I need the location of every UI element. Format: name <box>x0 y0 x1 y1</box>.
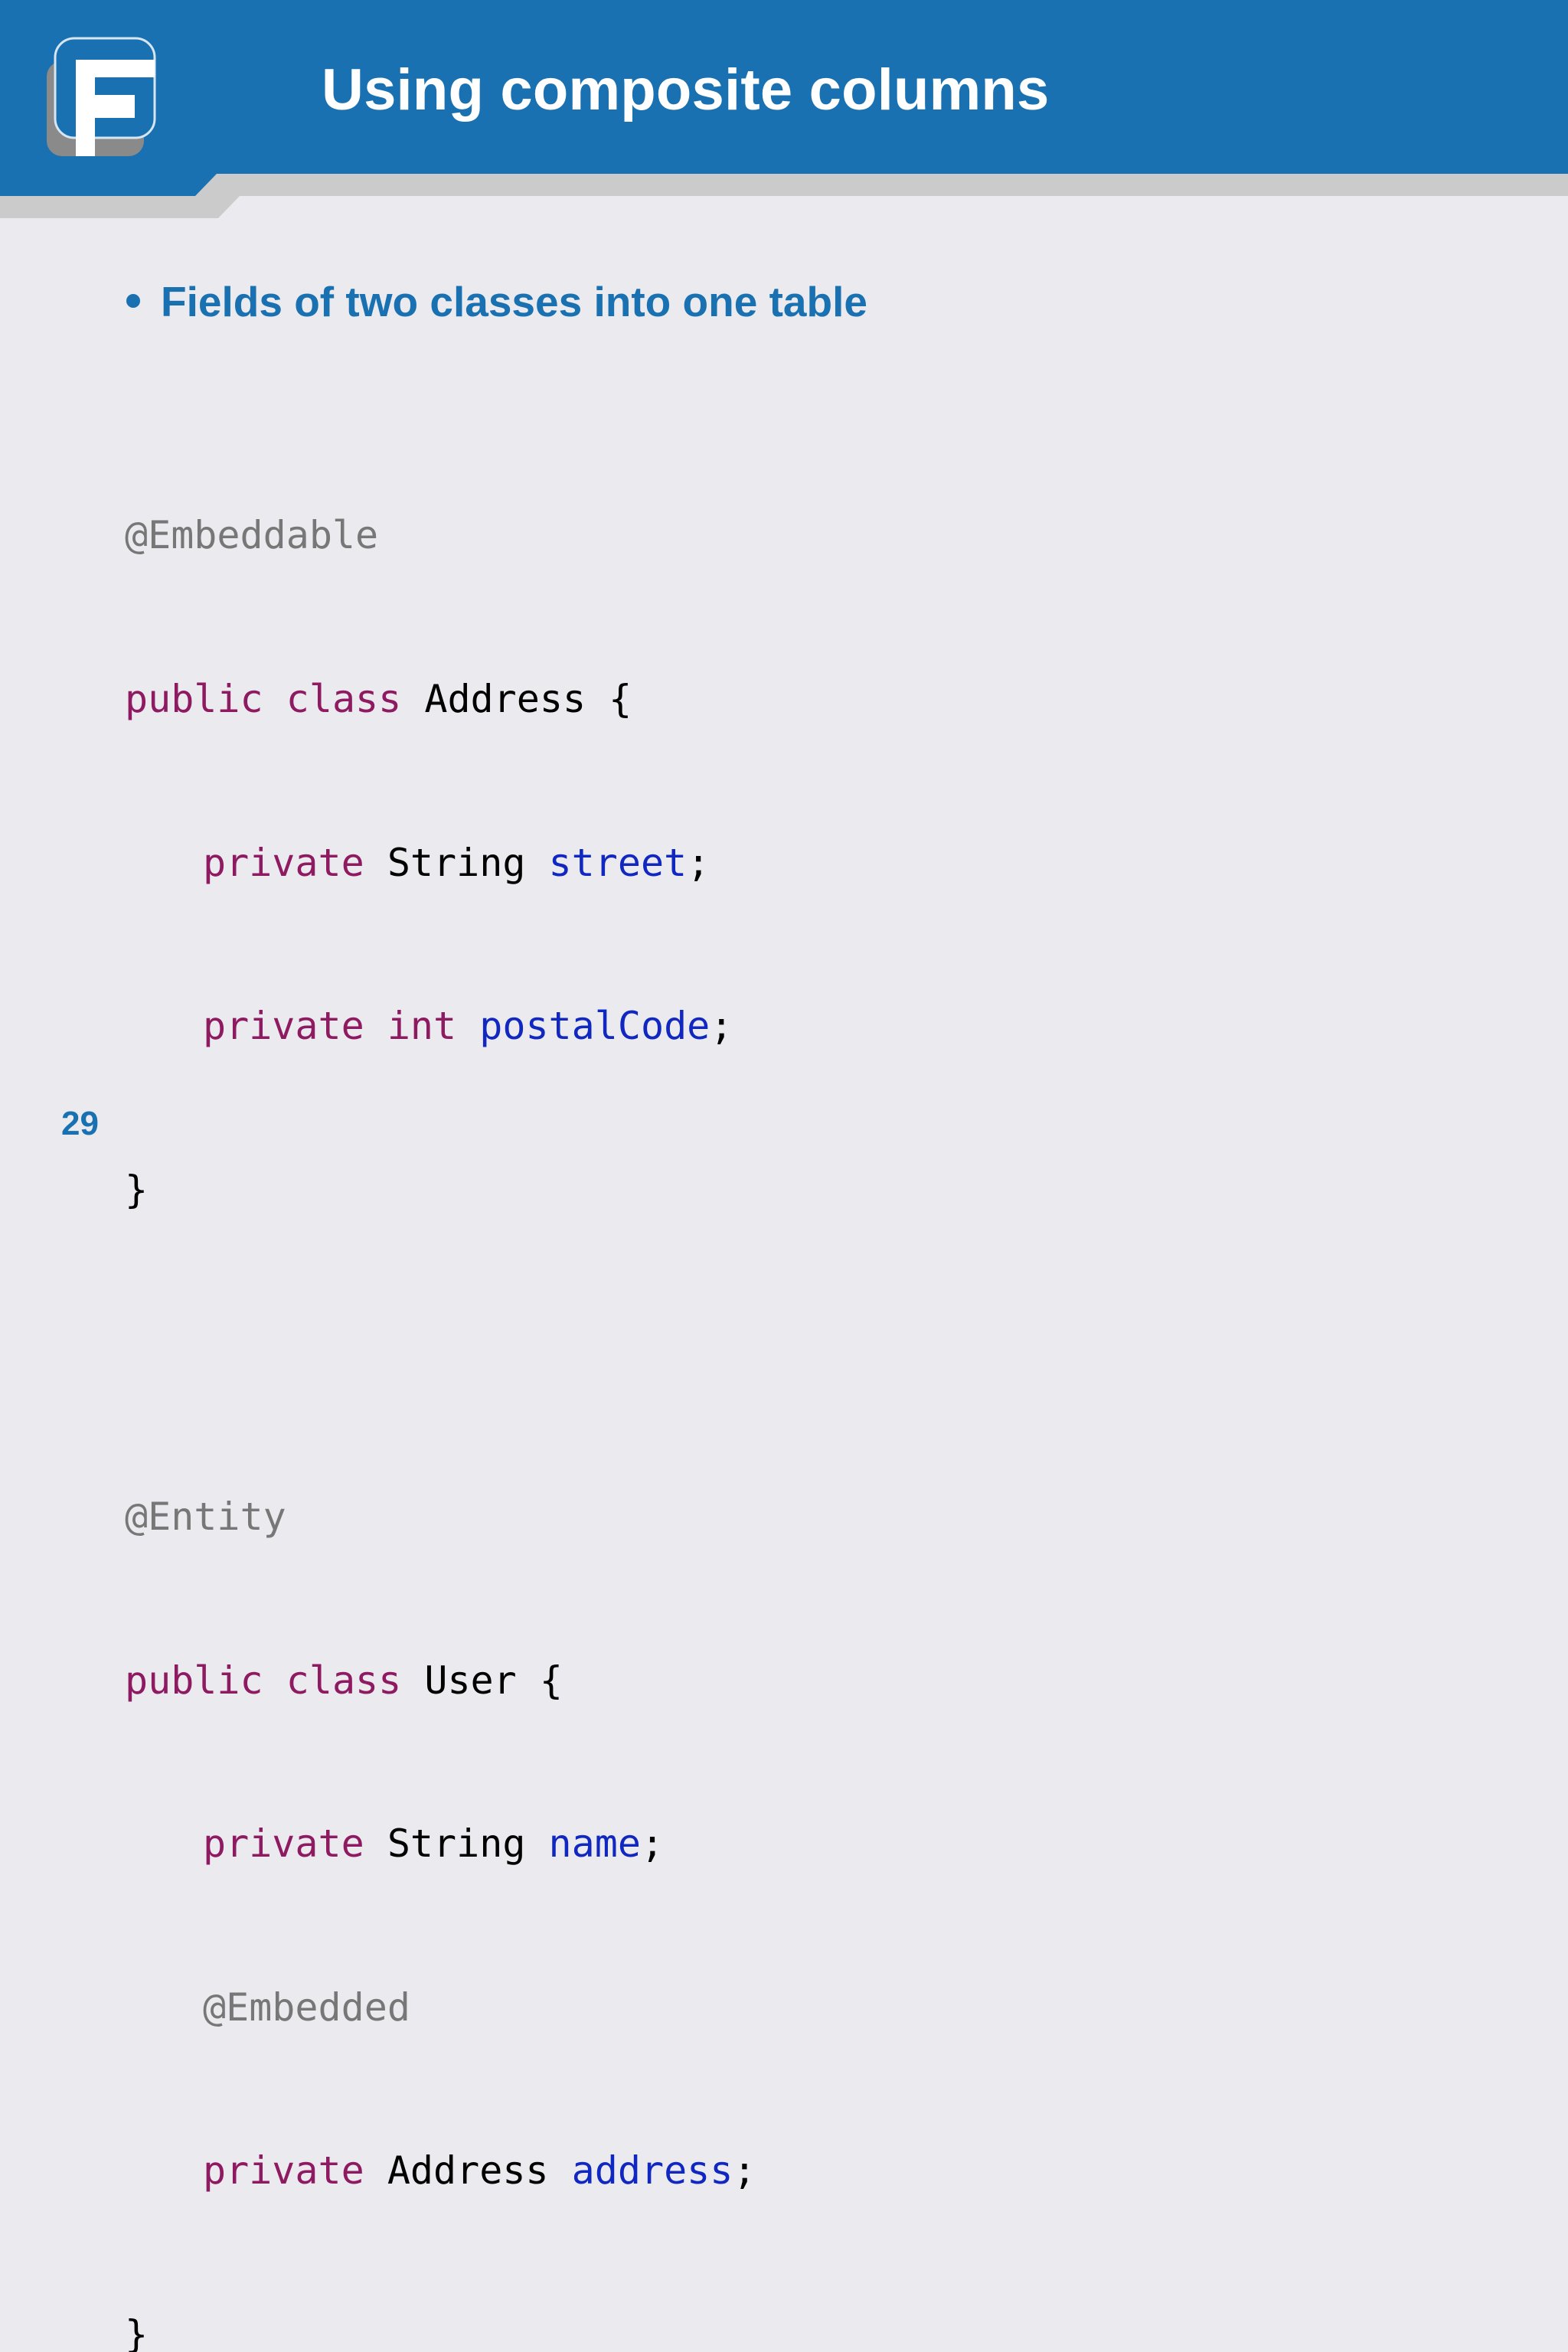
code-token-keyword: private <box>203 1821 364 1867</box>
code-token-annotation: @Entity <box>125 1494 286 1539</box>
code-token-punct <box>263 1658 286 1703</box>
code-line: private String street; <box>125 836 756 890</box>
code-token-punct: } <box>125 2311 149 2352</box>
code-line: private Address address; <box>125 2144 756 2198</box>
code-token-type: String <box>364 1821 549 1867</box>
page-number: 29 <box>61 1105 99 1142</box>
slide-header-band <box>0 0 1568 222</box>
code-line: private int postalCode; <box>125 999 756 1054</box>
f-logo-icon <box>47 37 156 156</box>
code-block: @Embeddable public class Address { priva… <box>125 400 756 2352</box>
code-line: private String name; <box>125 1817 756 1871</box>
code-token-punct <box>364 1004 387 1048</box>
bullet-dot-icon <box>126 294 140 308</box>
code-line: } <box>125 1163 756 1217</box>
code-token-keyword: public <box>125 677 263 721</box>
company-logo <box>0 0 176 176</box>
code-token-punct <box>456 1004 479 1048</box>
code-token-ident: name <box>548 1821 641 1867</box>
code-line: @Entity <box>125 1490 756 1544</box>
code-line: @Embedded <box>125 1981 756 2035</box>
code-token-ident: postalCode <box>479 1004 710 1049</box>
code-token-annotation: @Embeddable <box>125 513 379 558</box>
code-token-punct: ; <box>710 1004 733 1049</box>
code-token-ident: street <box>548 840 688 885</box>
code-token-type: Address { <box>401 677 632 721</box>
slide-title: Using composite columns <box>322 57 1050 122</box>
code-token-ident: address <box>571 2148 733 2194</box>
code-token-keyword: int <box>387 1004 457 1049</box>
code-token-keyword: private <box>203 1004 364 1049</box>
code-token-keyword: public <box>125 1658 263 1703</box>
code-token-type: String <box>364 840 549 885</box>
bullet-text: Fields of two classes into one table <box>161 278 867 325</box>
code-token-punct: ; <box>687 840 710 885</box>
code-line: @Embeddable <box>125 508 756 563</box>
code-token-keyword: class <box>286 1658 402 1703</box>
code-token-annotation: @Embedded <box>203 1984 410 2030</box>
code-token-punct: } <box>125 1167 149 1212</box>
code-token-keyword: private <box>203 2148 364 2194</box>
code-token-punct: ; <box>640 1821 665 1867</box>
code-token-type: Address <box>364 2148 572 2194</box>
header-background-shape <box>0 0 1568 218</box>
code-token-type: User { <box>401 1658 563 1703</box>
code-token-keyword: class <box>286 677 402 721</box>
code-token-keyword: private <box>203 840 364 885</box>
code-line: public class Address { <box>125 672 756 727</box>
code-line: public class User { <box>125 1654 756 1708</box>
code-line <box>125 1326 756 1380</box>
code-token-punct: ; <box>733 2148 756 2194</box>
code-token-punct <box>263 677 286 721</box>
code-line: } <box>125 2308 756 2352</box>
